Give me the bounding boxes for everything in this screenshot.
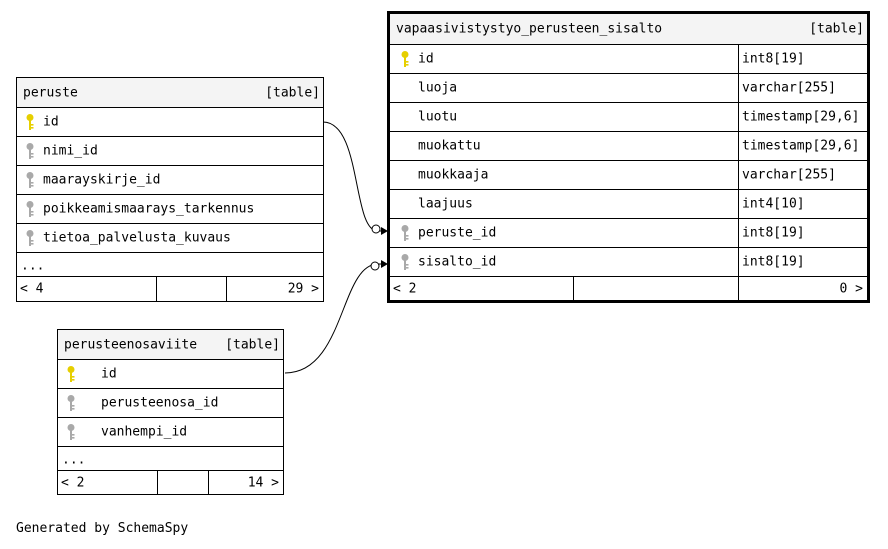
column-name: muokattu [418,138,481,154]
more-columns-indicator: ... [62,452,86,468]
column-name: nimi_id [43,143,98,159]
foreign-key-icon [401,254,409,270]
table-header: vapaasivistystyo_perusteen_sisalto [tabl… [390,14,867,45]
more-columns-row: ... [17,253,323,277]
column-type: varchar[255] [742,80,836,96]
column-name: perusteenosa_id [101,395,219,411]
link-peruste-to-peruste-id [322,121,388,232]
column-name: luoja [418,80,458,96]
column-name: luotu [418,109,458,125]
foreign-key-icon [26,172,34,188]
table-footer: < 4 29 > [17,277,323,301]
foreign-key-icon [26,143,34,159]
column-name: id [43,114,59,130]
column-row[interactable]: maarayskirje_id [17,166,323,195]
children-count[interactable]: 14 > [247,475,279,491]
column-row[interactable]: sisalto_id int8[19] [390,248,867,277]
column-name: sisalto_id [418,254,497,270]
column-type: int8[19] [742,51,805,67]
link-peruste-end-circle [371,224,381,234]
primary-key-icon [67,366,75,382]
children-count[interactable]: 0 > [839,281,863,297]
table-footer: < 2 14 > [58,471,283,495]
foreign-key-icon [26,230,34,246]
more-columns-row: ... [58,447,283,471]
column-name: id [418,51,434,67]
table-peruste[interactable]: peruste [table] id nimi_id maarayskirje_… [16,77,324,302]
link-perusteenosaviite-end-circle [370,261,380,271]
column-name: muokkaaja [418,167,489,183]
primary-key-icon [401,51,409,67]
column-row[interactable]: laajuus int4[10] [390,190,867,219]
foreign-key-icon [401,225,409,241]
table-header: peruste [table] [17,78,323,108]
link-perusteenosaviite-arrow [381,260,388,268]
column-type: int4[10] [742,196,805,212]
table-footer: < 2 0 > [390,277,867,301]
column-row[interactable]: nimi_id [17,137,323,166]
foreign-key-icon [67,424,75,440]
column-row[interactable]: luoja varchar[255] [390,74,867,103]
column-row[interactable]: muokattu timestamp[29,6] [390,132,867,161]
link-peruste-arrow [381,227,388,235]
column-row[interactable]: luotu timestamp[29,6] [390,103,867,132]
parents-count[interactable]: < 2 [61,475,85,491]
table-vapaasivistystyo-perusteen-sisalto[interactable]: vapaasivistystyo_perusteen_sisalto [tabl… [387,11,870,303]
table-perusteenosaviite[interactable]: perusteenosaviite [table] id perusteenos… [57,329,284,495]
table-type: [table] [809,21,864,37]
parents-count[interactable]: < 2 [393,281,417,297]
column-row[interactable]: id [17,108,323,137]
primary-key-icon [26,114,34,130]
column-name: poikkeamismaarays_tarkennus [43,201,255,217]
column-name: id [101,366,117,382]
column-row[interactable]: peruste_id int8[19] [390,219,867,248]
column-row[interactable]: id [58,360,283,389]
column-type: timestamp[29,6] [742,138,860,154]
table-type: [table] [225,337,280,352]
column-name: tietoa_palvelusta_kuvaus [43,230,231,246]
table-header: perusteenosaviite [table] [58,330,283,360]
column-row[interactable]: perusteenosa_id [58,389,283,418]
table-name: peruste [23,85,78,100]
children-count[interactable]: 29 > [287,281,319,297]
column-row[interactable]: id int8[19] [390,45,867,74]
column-type: int8[19] [742,254,805,270]
table-name: vapaasivistystyo_perusteen_sisalto [396,21,663,37]
column-row[interactable]: poikkeamismaarays_tarkennus [17,195,323,224]
column-name: laajuus [418,196,473,212]
parents-count[interactable]: < 4 [20,281,44,297]
column-name: maarayskirje_id [43,172,161,188]
column-type: timestamp[29,6] [742,109,860,125]
column-row[interactable]: tietoa_palvelusta_kuvaus [17,224,323,253]
column-row[interactable]: muokkaaja varchar[255] [390,161,867,190]
column-name: peruste_id [418,225,497,241]
more-columns-indicator: ... [21,258,45,274]
generated-by-footer: Generated by SchemaSpy [16,521,189,536]
column-name: vanhempi_id [101,424,188,440]
table-name: perusteenosaviite [64,337,198,352]
foreign-key-icon [67,395,75,411]
column-type: varchar[255] [742,167,836,183]
foreign-key-icon [26,201,34,217]
column-row[interactable]: vanhempi_id [58,418,283,447]
table-type: [table] [265,85,320,100]
column-type: int8[19] [742,225,805,241]
